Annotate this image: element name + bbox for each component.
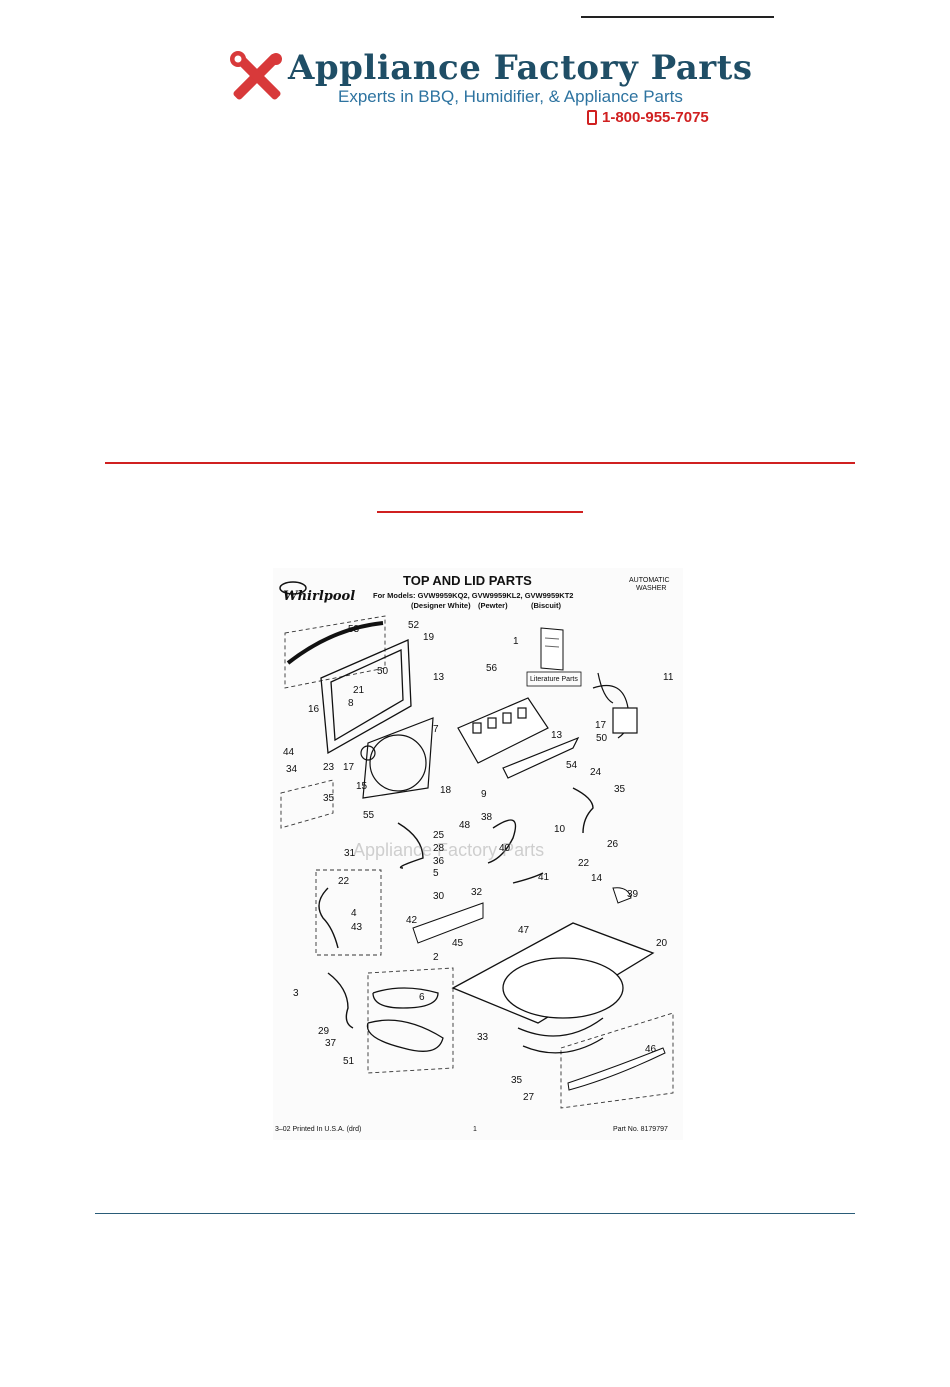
part-label: 20	[656, 938, 668, 949]
part-label: 51	[343, 1056, 355, 1067]
part-label: 41	[538, 872, 550, 883]
red-divider	[105, 462, 855, 464]
part-label: 8	[348, 698, 354, 709]
part-label: 23	[323, 762, 335, 773]
part-label: 54	[566, 760, 578, 771]
part-label: 22	[578, 858, 590, 869]
part-label: 44	[283, 747, 295, 758]
part-label: 40	[499, 843, 511, 854]
part-label: 21	[353, 685, 365, 696]
variant-white: (Designer White)	[411, 601, 471, 610]
part-label: 43	[351, 922, 363, 933]
part-label: 19	[423, 632, 435, 643]
part-label: 13	[551, 730, 563, 741]
parts-diagram: Whirlpool TOP AND LID PARTS For Models: …	[273, 568, 683, 1140]
part-label: 25	[433, 830, 445, 841]
part-label: 48	[459, 820, 471, 831]
part-label: 55	[363, 810, 375, 821]
part-label: 2	[433, 952, 439, 963]
variant-biscuit: (Biscuit)	[531, 601, 562, 610]
part-label: 26	[607, 839, 619, 850]
diagram-footer-left: 3–02 Printed In U.S.A. (drd)	[275, 1126, 361, 1133]
bottom-divider	[95, 1213, 855, 1214]
part-label: 36	[433, 856, 445, 867]
part-label: 32	[471, 887, 483, 898]
part-label: 47	[518, 925, 530, 936]
part-label: 4	[351, 908, 357, 919]
part-label: 42	[406, 915, 418, 926]
part-label: 16	[308, 704, 320, 715]
brand-phone: 1-800-955-7075	[602, 109, 709, 126]
variant-pewter: (Pewter)	[478, 601, 508, 610]
diagram-watermark: Appliance Factory Parts	[353, 840, 544, 860]
part-label: 17	[343, 762, 355, 773]
brand-name: Appliance Factory Parts	[288, 48, 753, 88]
product-type-1: AUTOMATIC	[629, 577, 670, 584]
part-label: 6	[419, 992, 425, 1003]
phone-icon	[587, 110, 597, 125]
part-label: 35	[614, 784, 626, 795]
part-label: 14	[591, 873, 603, 884]
lid-assembly	[286, 621, 412, 755]
part-label: 37	[325, 1038, 337, 1049]
whirlpool-logo: Whirlpool	[279, 581, 355, 604]
part-label: 18	[440, 785, 452, 796]
part-label: 27	[523, 1092, 535, 1103]
part-label: 15	[356, 781, 368, 792]
red-short-rule	[377, 511, 583, 513]
part-label: 17	[595, 720, 607, 731]
literature-label: Literature Parts	[530, 676, 578, 683]
part-label: 5	[433, 868, 439, 879]
part-label: 50	[596, 733, 608, 744]
product-type-2: WASHER	[636, 585, 666, 592]
brand-logo-icon	[228, 50, 286, 102]
brand-tagline: Experts in BBQ, Humidifier, & Appliance …	[338, 87, 683, 106]
part-label: 3	[293, 988, 299, 999]
part-label: 1	[513, 636, 519, 647]
part-label: 31	[344, 848, 356, 859]
part-label: 13	[433, 672, 445, 683]
part-label: 38	[481, 812, 493, 823]
models-line: For Models: GVW9959KQ2, GVW9959KL2, GVW9…	[373, 591, 573, 600]
washer-top	[451, 922, 655, 1054]
diagram-footer-center: 1	[473, 1126, 477, 1133]
whirlpool-logo-text: Whirlpool	[283, 589, 355, 604]
diagram-footer-right: Part No. 8179797	[613, 1126, 668, 1133]
part-label: 46	[645, 1044, 657, 1055]
part-label: 39	[627, 889, 639, 900]
part-label: 52	[408, 620, 420, 631]
part-label: 29	[318, 1026, 330, 1037]
part-label: 11	[663, 672, 674, 683]
part-label: 28	[433, 843, 445, 854]
diagram-title: TOP AND LID PARTS	[403, 573, 532, 588]
part-label: 7	[433, 724, 439, 735]
part-label: 56	[486, 663, 498, 674]
part-label: 10	[554, 824, 566, 835]
part-label: 53	[348, 624, 360, 635]
part-label: 22	[338, 876, 350, 887]
top-rule	[581, 16, 774, 18]
part-label: 45	[452, 938, 464, 949]
part-label: 9	[481, 789, 487, 800]
part-label: 35	[511, 1075, 523, 1086]
part-label: 30	[433, 891, 445, 902]
part-label: 34	[286, 764, 298, 775]
part-label: 33	[477, 1032, 489, 1043]
part-label: 35	[323, 793, 335, 804]
part-label: 24	[590, 767, 602, 778]
part-label: 50	[377, 666, 389, 677]
literature-part: Literature Parts	[526, 627, 582, 687]
